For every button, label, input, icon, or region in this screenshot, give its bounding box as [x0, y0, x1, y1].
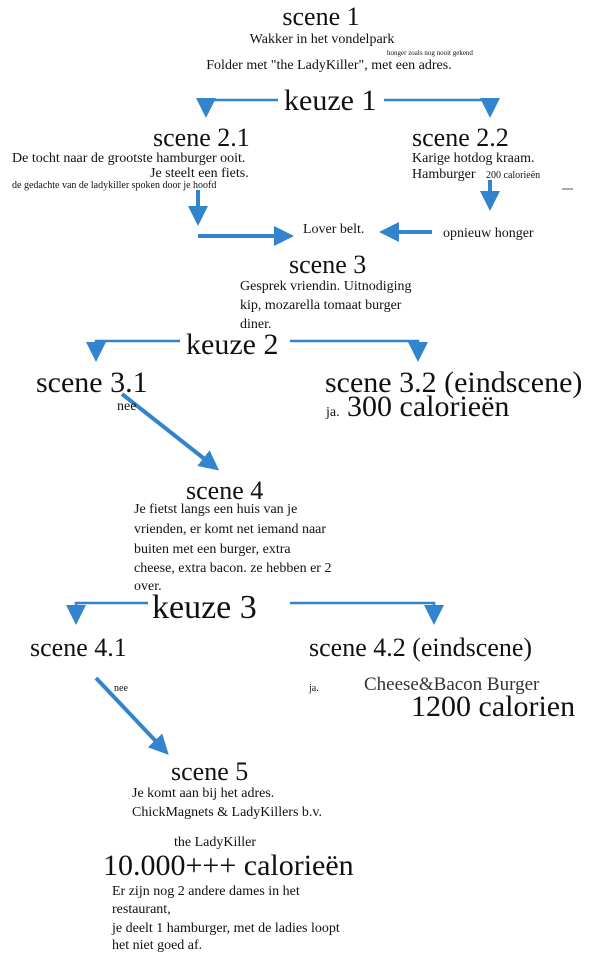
arrow-keuze3-left	[66, 601, 148, 625]
scene1-line1: Wakker in het vondelpark	[249, 32, 395, 47]
scene21-line2: Je steelt een fiets.	[150, 166, 249, 181]
scene32-calories: 300 calorieën	[347, 390, 510, 423]
scene5-line6: het niet goed af.	[112, 938, 203, 953]
scene4-line1: Je fietst langs een huis van je	[134, 502, 298, 517]
arrow-scene41-to-scene5	[94, 676, 169, 755]
scene5-calories: 10.000+++ calorieën	[103, 849, 354, 882]
scene22-line1: Karige hotdog kraam.	[412, 151, 535, 166]
arrow-keuze2-right	[290, 339, 428, 362]
scene1-line2: Folder met "the LadyKiller", met een adr…	[206, 58, 452, 73]
scene4-line5: over.	[134, 579, 162, 594]
scene42-title: scene 4.2 (eindscene)	[309, 633, 533, 662]
scene1-title: scene 1	[282, 2, 360, 31]
scene42-answer: ja.	[309, 683, 319, 694]
keuze2-label: keuze 2	[186, 328, 279, 361]
scene31-answer: nee	[117, 399, 137, 414]
scene4-line3: buiten met een burger, extra	[134, 542, 291, 557]
scene5-ladykiller: the LadyKiller	[174, 835, 257, 850]
scene4-line4: cheese, extra bacon. ze hebben er 2	[134, 561, 332, 576]
scene5-line2: ChickMagnets & LadyKillers b.v.	[132, 805, 323, 820]
arrow-keuze3-right	[290, 601, 444, 625]
scene5-line5: je deelt 1 hamburger, met de ladies loop…	[112, 921, 340, 936]
scene5-line4: restaurant,	[112, 902, 171, 917]
scene22-title: scene 2.2	[412, 123, 509, 152]
scene21-note: de gedachte van de ladykiller spoken doo…	[12, 180, 217, 191]
scene42-burger: Cheese&Bacon Burger	[364, 674, 540, 695]
scene31-title: scene 3.1	[36, 366, 148, 399]
scene5-line1: Je komt aan bij het adres.	[132, 786, 275, 801]
keuze1-label: keuze 1	[284, 84, 377, 117]
scene4-line2: vrienden, er komt net iemand naar	[134, 522, 327, 537]
lover-belt: Lover belt.	[303, 222, 365, 237]
scene32-answer: ja.	[326, 405, 340, 420]
scene21-line1: De tocht naar de grootste hamburger ooit…	[12, 151, 246, 166]
scene22-note: 200 calorieën	[486, 170, 541, 181]
scene41-title: scene 4.1	[30, 633, 127, 662]
scene5-title: scene 5	[171, 757, 249, 786]
opnieuw-honger: opnieuw honger	[443, 226, 534, 241]
scene3-line3: diner.	[240, 317, 272, 332]
scene32-title: scene 3.2 (eindscene)	[325, 366, 583, 399]
scene21-title: scene 2.1	[153, 123, 250, 152]
scene5-line3: Er zijn nog 2 andere dames in het	[112, 884, 300, 899]
keuze3-label: keuze 3	[152, 589, 257, 626]
arrow-scene31-to-scene4	[120, 392, 220, 471]
scene3-title: scene 3	[289, 250, 367, 279]
arrow-keuze1-left	[196, 98, 278, 118]
scene22-line2: Hamburger	[412, 167, 476, 182]
scene41-answer: nee	[114, 683, 128, 694]
scene4-title: scene 4	[186, 476, 264, 505]
scene42-calories: 1200 calorien	[411, 690, 576, 723]
scene1-note: honger zoals nog nooit gekend	[387, 49, 473, 57]
scene3-line2: kip, mozarella tomaat burger	[240, 298, 402, 313]
scene3-line1: Gesprek vriendin. Uitnodiging	[240, 279, 412, 294]
arrow-keuze2-left	[86, 339, 180, 362]
arrow-keuze1-right	[384, 98, 500, 118]
